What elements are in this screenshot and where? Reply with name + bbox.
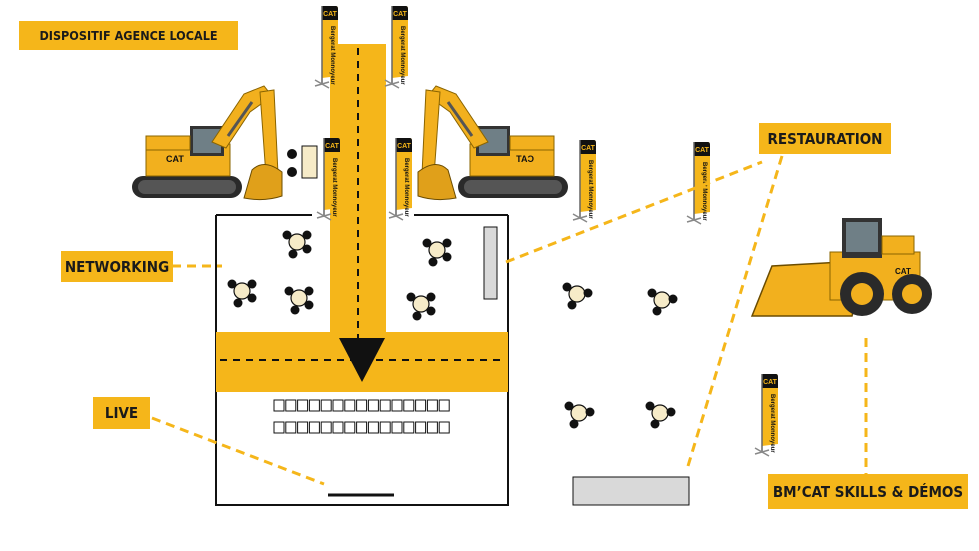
seat [332,421,344,434]
buffet-counter [483,226,498,300]
flag-brand-text: Bergerat Monnoyeur [399,26,405,85]
seat [285,421,297,434]
seat [379,421,391,434]
seat [367,399,379,412]
seat [308,399,320,412]
seat [426,421,438,434]
round-table-icon [281,229,313,260]
round-table-icon [283,285,315,316]
flag-brand-text: Bergerat Monnoyeur [769,394,775,453]
feather-flag-icon: Bergerat Monnoyeur [314,5,339,89]
excavator-left-icon [130,84,284,202]
seat [285,399,297,412]
seat [356,421,368,434]
seat [273,399,285,412]
feather-flag-icon: Bergerat Monnoyeur [316,137,341,221]
seat [379,399,391,412]
seat [356,399,368,412]
seat [320,399,332,412]
seat [403,399,415,412]
seat [391,421,403,434]
seat [426,399,438,412]
feather-flag-icon: Bergerat Monnoyeur [572,139,597,223]
round-table-icon [421,237,453,268]
label-restauration: RESTAURATION [759,123,891,154]
seat [344,421,356,434]
seat [438,421,450,434]
feather-flag-icon: Bergerat Monnoyeur [384,5,409,89]
seat [297,421,309,434]
flag-brand-text: Bergerat Monnoyeur [331,158,337,217]
label-live: LIVE [93,397,150,429]
round-table-icon [226,278,258,309]
seat [415,399,427,412]
flag-brand-text: Bergerat Monnoyeur [701,162,707,221]
wheel-loader-icon: CAT [750,218,932,317]
seat [332,399,344,412]
entrance-post [287,145,318,179]
seating-rows [273,399,450,434]
circulation-path [216,44,508,392]
outdoor-counter [572,476,690,506]
seat [367,421,379,434]
seat [391,399,403,412]
flag-brand-text: Bergerat Monnoyeur [403,158,409,217]
seat [297,399,309,412]
round-table-icon [563,400,596,430]
seat [438,399,450,412]
seat [403,421,415,434]
seat [320,421,332,434]
seat [308,421,320,434]
flag-brand-text: Bergerat Monnoyeur [587,160,593,219]
label-bmcat-skills-demos: BM’CAT SKILLS & DÉMOS [768,474,968,509]
seat [344,399,356,412]
label-networking: NETWORKING [61,251,173,282]
svg-text:CAT: CAT [895,267,911,276]
direction-arrow-icon [339,338,385,382]
round-table-icon [561,281,594,311]
round-table-icon [405,291,437,322]
feather-flag-icon: Bergerat Monnoyeur [686,141,711,225]
excavator-right-icon [416,84,570,202]
flag-brand-text: Bergerat Monnoyeur [329,26,335,85]
seat [415,421,427,434]
feather-flag-icon: Bergerat Monnoyeur [388,137,413,221]
seat [273,421,285,434]
label-dispositif-agence-locale: DISPOSITIF AGENCE LOCALE [19,21,238,50]
leader-lines [151,155,868,486]
round-table-icon [644,400,677,430]
round-table-icon [646,287,679,317]
feather-flag-icon: Bergerat Monnoyeur [754,373,779,457]
